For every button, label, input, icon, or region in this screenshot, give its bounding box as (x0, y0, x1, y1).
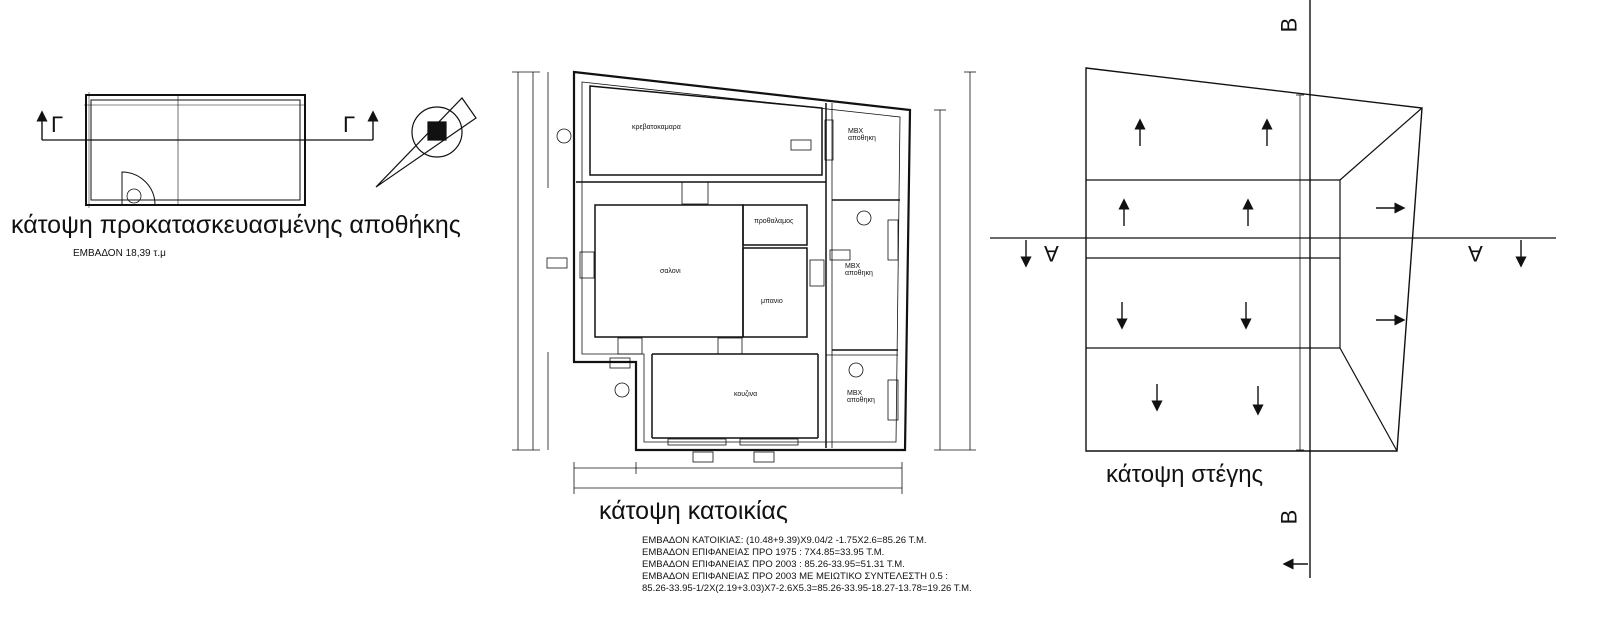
room-label-storage-bot-line2: αποθηκη (847, 397, 875, 404)
section-mark-gamma-left: Γ (51, 112, 64, 137)
room-label-storage-mid-line1: ΜΒΧ (845, 263, 861, 270)
storage-area-note: ΕΜΒΑΔΟΝ 18,39 τ.μ (73, 248, 166, 259)
room-label-kitchen: κουζινα (734, 391, 758, 398)
room-label-storage-mid-line2: αποθηκη (845, 270, 873, 277)
section-arrow-icons (1020, 240, 1527, 570)
storage-plan-title: κάτοψη προκατασκευασμένης αποθήκης (11, 211, 461, 239)
house-plan (512, 70, 976, 494)
area-calc-line: ΕΜΒΑΔΟΝ ΚΑΤΟΙΚΙΑΣ: (10.48+9.39)Χ9.04/2 -… (642, 535, 927, 546)
house-plan-title: κάτοψη κατοικίας (599, 497, 788, 525)
room-label-bedroom: κρεβατοκαμαρα (632, 124, 681, 131)
area-calc-line: ΕΜΒΑΔΟΝ ΕΠΙΦΑΝΕΙΑΣ ΠΡΟ 2003 : 85.26-33.9… (642, 559, 905, 570)
house-area-calculation: ΕΜΒΑΔΟΝ ΚΑΤΟΙΚΙΑΣ: (10.48+9.39)Χ9.04/2 -… (642, 535, 972, 595)
area-calc-line: 85.26-33.95-1/2Χ(2.19+3.03)Χ7-2.6Χ5.3=85… (642, 583, 972, 594)
room-label-storage-bot-line1: ΜΒΧ (847, 390, 863, 397)
section-mark-b-top: Β (1276, 17, 1302, 33)
section-mark-b-bottom: Β (1276, 509, 1302, 525)
area-calc-line: ΕΜΒΑΔΟΝ ΕΠΙΦΑΝΕΙΑΣ ΠΡΟ 1975 : 7Χ4.85=33.… (642, 547, 885, 558)
room-label-storage-mid: ΜΒΧ αποθηκη (845, 263, 873, 277)
roof-plan (990, 0, 1556, 578)
room-label-hall: προθαλαμος (754, 218, 794, 225)
room-label-bath: μπανιο (761, 298, 783, 305)
room-label-storage-bot: ΜΒΧ αποθηκη (847, 390, 875, 404)
section-mark-gamma-right: Γ (343, 112, 356, 137)
north-arrow-icon (375, 97, 477, 188)
roof-plan-title: κάτοψη στέγης (1106, 461, 1264, 488)
storage-plan (36, 92, 379, 208)
area-calc-line: ΕΜΒΑΔΟΝ ΕΠΙΦΑΝΕΙΑΣ ΠΡΟ 2003 ΜΕ ΜΕΙΩΤΙΚΟ … (642, 571, 949, 582)
section-mark-a-left: Α (1044, 241, 1059, 266)
room-label-storage-top-line1: ΜΒΧ (848, 128, 864, 135)
room-label-living: σαλονι (660, 268, 681, 275)
room-label-storage-top-line2: αποθηκη (848, 135, 876, 142)
section-mark-a-right: Α (1468, 241, 1483, 266)
slope-arrow-icons (1116, 118, 1406, 416)
room-label-storage-top: ΜΒΧ αποθηκη (848, 128, 876, 142)
